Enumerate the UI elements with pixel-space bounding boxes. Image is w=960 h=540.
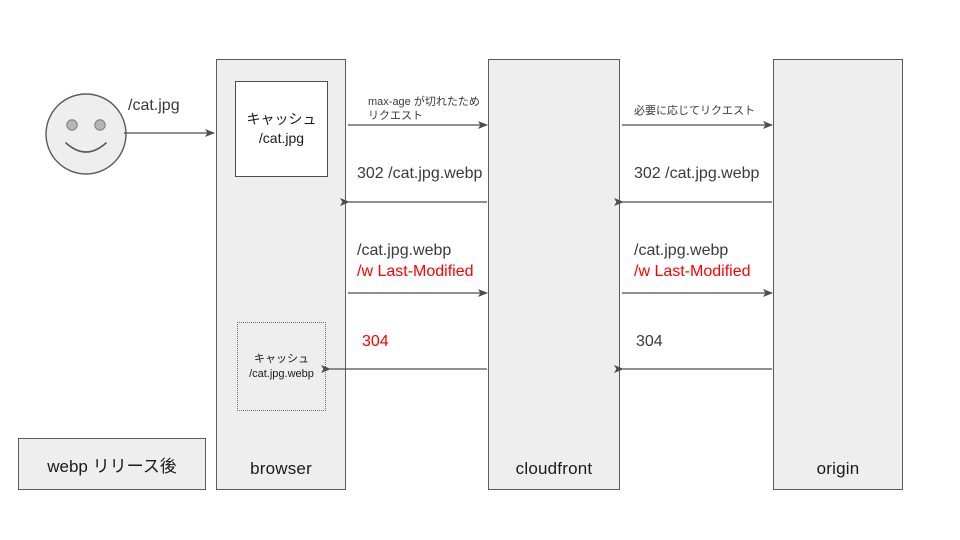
msg-origin-cf-302: 302 /cat.jpg.webp bbox=[634, 164, 759, 185]
cache-box-jpg-path: /cat.jpg bbox=[258, 130, 305, 146]
cache-box-webp-path: /cat.jpg.webp bbox=[249, 367, 314, 380]
lane-label-origin: origin bbox=[773, 447, 903, 490]
lane-label-cloudfront: cloudfront bbox=[488, 447, 620, 490]
msg-cf-origin-webp-path: /cat.jpg.webp bbox=[634, 242, 729, 259]
lane-label-origin-text: origin bbox=[816, 458, 860, 478]
lane-label-cloudfront-text: cloudfront bbox=[515, 458, 593, 478]
msg-user-request-text: /cat.jpg bbox=[128, 97, 180, 114]
msg-browser-cf-webp-path: /cat.jpg.webp bbox=[357, 242, 452, 259]
msg-browser-cf-request-line1: max-age が切れたため bbox=[368, 96, 480, 108]
lane-origin bbox=[773, 59, 903, 490]
msg-cf-browser-302-text: 302 /cat.jpg.webp bbox=[357, 165, 483, 182]
cache-box-jpg-title: キャッシュ bbox=[246, 111, 317, 128]
msg-cf-browser-304: 304 bbox=[362, 332, 389, 353]
lane-cloudfront bbox=[488, 59, 620, 490]
msg-origin-cf-304-text: 304 bbox=[636, 333, 663, 350]
msg-browser-cf-request-line2: リクエスト bbox=[368, 110, 423, 123]
msg-browser-cf-request: max-age が切れたため リクエスト bbox=[368, 95, 480, 124]
msg-browser-cf-webp-lastmodified: /w Last-Modified bbox=[357, 262, 474, 280]
msg-origin-cf-302-text: 302 /cat.jpg.webp bbox=[634, 165, 760, 182]
legend-box: webp リリース後 bbox=[18, 438, 206, 490]
msg-user-request: /cat.jpg bbox=[128, 96, 180, 117]
msg-browser-cf-webp: /cat.jpg.webp /w Last-Modified bbox=[357, 241, 474, 283]
cache-box-jpg: キャッシュ /cat.jpg bbox=[235, 81, 328, 177]
msg-cf-origin-request: 必要に応じてリクエスト bbox=[634, 104, 755, 118]
msg-cf-origin-webp: /cat.jpg.webp /w Last-Modified bbox=[634, 241, 751, 283]
cache-box-webp-title: キャッシュ bbox=[254, 352, 309, 365]
legend-label: webp リリース後 bbox=[47, 456, 177, 476]
msg-cf-origin-request-text: 必要に応じてリクエスト bbox=[634, 105, 755, 117]
msg-cf-browser-304-text: 304 bbox=[362, 333, 389, 350]
user-smiley-icon bbox=[45, 93, 127, 175]
msg-cf-origin-webp-lastmodified: /w Last-Modified bbox=[634, 262, 751, 280]
lane-label-browser: browser bbox=[216, 447, 346, 490]
msg-origin-cf-304: 304 bbox=[636, 332, 663, 353]
lane-label-browser-text: browser bbox=[250, 458, 312, 478]
msg-cf-browser-302: 302 /cat.jpg.webp bbox=[357, 164, 482, 185]
